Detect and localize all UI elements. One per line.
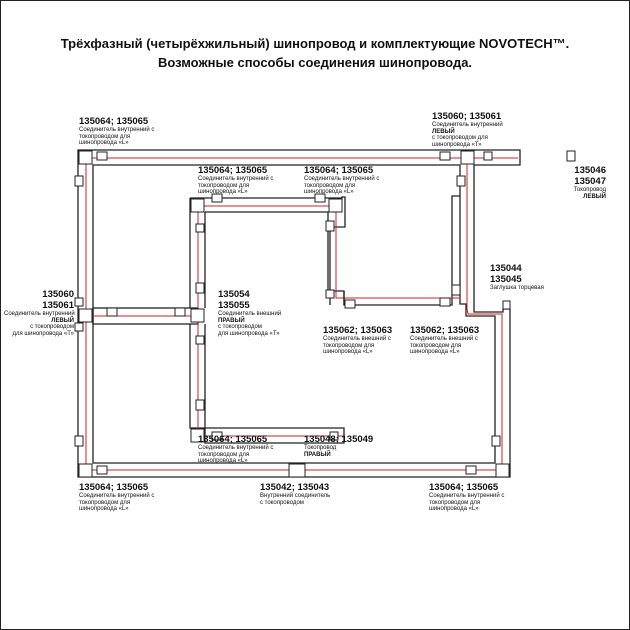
connector: [325, 220, 335, 232]
label-left-t: 135060 135061 Соединитель внутренний ЛЕВ…: [4, 289, 75, 337]
label-outer-l-right: 135062; 135063 Соединитель внешний с ток…: [410, 325, 480, 356]
connector: [190, 308, 205, 323]
connector: [211, 431, 223, 441]
connector: [190, 198, 205, 213]
connector: [96, 465, 108, 475]
connector: [74, 297, 84, 307]
connector: [74, 175, 84, 187]
connector: [174, 307, 186, 317]
connector: [195, 282, 205, 294]
connector: [211, 193, 223, 203]
label-bottom-right: 135064; 135065 Соединитель внутренний с …: [429, 482, 505, 513]
label-bottom-mid: 135042; 135043 Внутренний соединитель с …: [260, 482, 331, 506]
label-center-t: 135054 135055 Соединитель внешний ПРАВЫЙ…: [218, 289, 282, 337]
connector: [78, 308, 93, 323]
connector: [78, 463, 93, 478]
label-feed-right: 135046 135047 Токопровод ЛЕВЫЙ: [573, 165, 606, 200]
label-inner-top-left: 135064; 135065 Соединитель внутренний с …: [198, 165, 274, 196]
connector: [439, 297, 451, 307]
connector: [314, 193, 326, 203]
current-line-outer: [85, 157, 518, 471]
connector: [288, 463, 306, 478]
track-outer-edge: [77, 149, 521, 478]
connector: [344, 299, 356, 309]
inner-track-inner-edge: [204, 211, 329, 300]
connector: [451, 284, 461, 296]
connector: [456, 175, 466, 187]
label-inner-bottom: 135064; 135065 Соединитель внутренний с …: [198, 434, 274, 465]
connector: [328, 198, 343, 213]
label-bottom-left: 135064; 135065 Соединитель внутренний с …: [79, 482, 155, 513]
connector: [195, 335, 205, 345]
connector: [195, 223, 205, 233]
diagram-title: Трёхфазный (четырёхжильный) шинопровод и…: [60, 36, 570, 51]
label-inner-top-right: 135064; 135065 Соединитель внутренний с …: [304, 165, 380, 196]
label-outer-l-mid: 135062; 135063 Соединитель внешний с ток…: [323, 325, 393, 356]
diagram-subtitle: Возможные способы соединения шинопровода…: [157, 55, 473, 70]
label-top-right: 135060; 135061 Соединитель внутренний ЛЕ…: [432, 111, 503, 148]
connector: [74, 435, 84, 447]
connector: [96, 151, 108, 161]
track-inner-edge: [92, 164, 496, 464]
connector: [491, 435, 501, 447]
label-top-left: 135064; 135065 Соединитель внутренний с …: [79, 116, 155, 147]
connector: [195, 399, 205, 411]
connector: [495, 463, 510, 478]
label-end-cap: 135044 135045 Заглушка торцевая: [490, 263, 544, 291]
connector: [325, 289, 335, 299]
connector: [483, 151, 493, 161]
end-cap: [502, 300, 511, 310]
connector: [460, 150, 475, 165]
connector: [106, 307, 118, 317]
label-feed-center: 135048; 135049 Токопровод ПРАВЫЙ: [304, 434, 374, 458]
connectors: [74, 150, 576, 478]
connector: [74, 322, 84, 332]
connector: [439, 151, 451, 161]
connector: [329, 431, 339, 441]
connector: [566, 150, 576, 162]
connector: [78, 150, 93, 165]
connector: [190, 428, 205, 443]
connector: [465, 465, 477, 475]
